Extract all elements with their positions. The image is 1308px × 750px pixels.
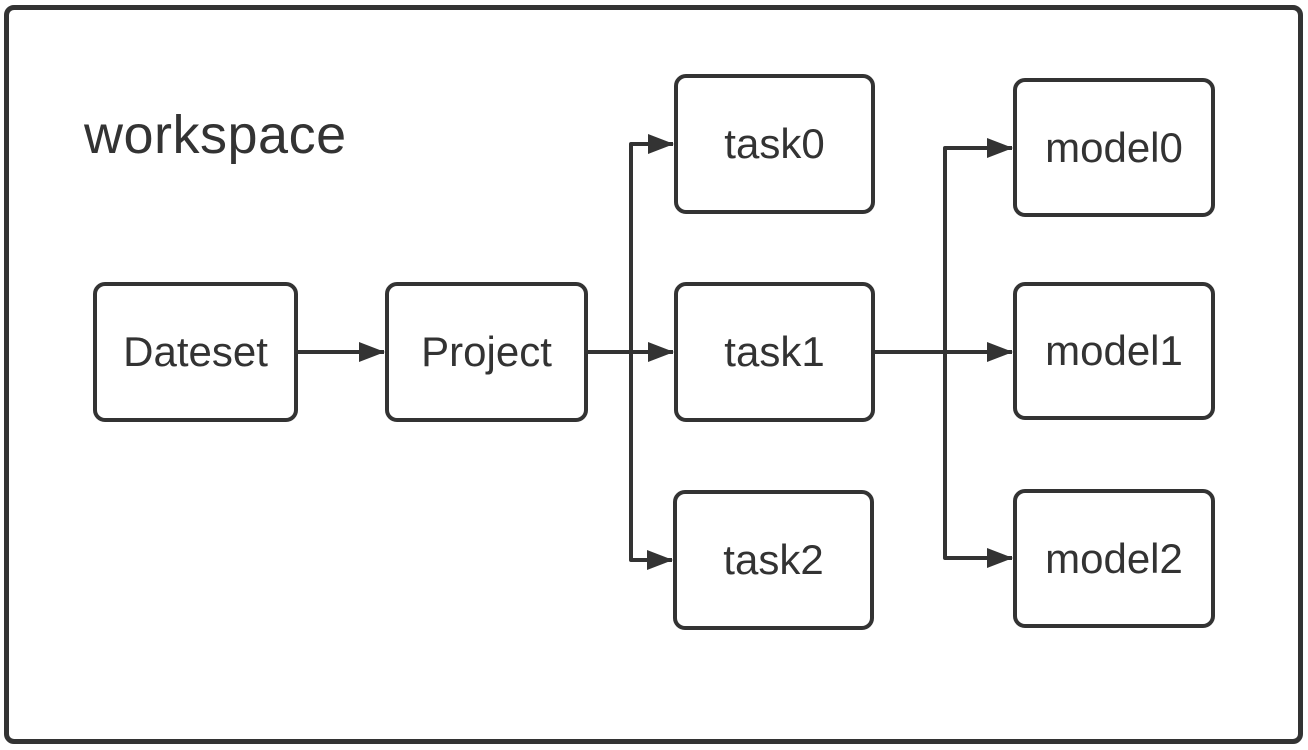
node-project-label: Project [421, 328, 552, 375]
node-task2-label: task2 [723, 536, 824, 583]
node-dateset: Dateset [93, 282, 298, 422]
node-model2: model2 [1013, 489, 1215, 628]
node-task1-label: task1 [724, 328, 825, 375]
node-dateset-label: Dateset [123, 328, 268, 375]
node-model0-label: model0 [1045, 123, 1183, 171]
node-model0: model0 [1013, 78, 1215, 217]
node-model1: model1 [1013, 282, 1215, 420]
node-model1-label: model1 [1045, 327, 1183, 374]
node-task0: task0 [674, 74, 875, 214]
node-task0-label: task0 [724, 120, 825, 167]
node-project: Project [385, 282, 588, 422]
node-task1: task1 [674, 282, 875, 422]
node-task2: task2 [673, 490, 874, 630]
workspace-label: workspace [84, 105, 347, 165]
node-model2-label: model2 [1045, 534, 1183, 582]
